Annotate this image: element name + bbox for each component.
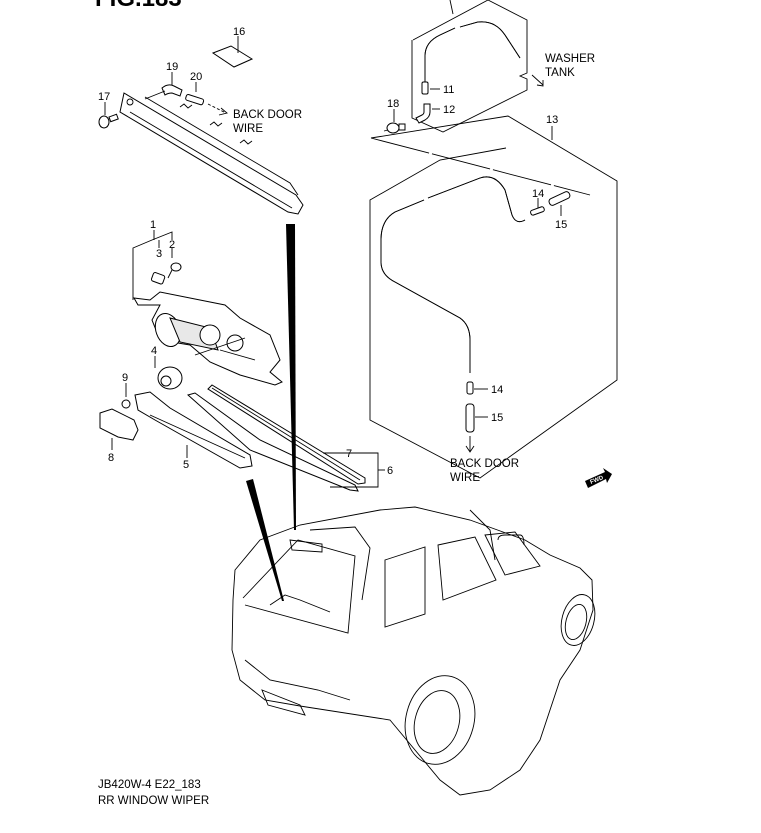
part-15-hose-upper	[548, 191, 571, 216]
part-15-hose-lower	[465, 403, 488, 433]
part-1-wiper-motor	[133, 291, 283, 386]
vehicle-outline	[231, 506, 596, 796]
part-11-joint	[421, 81, 440, 95]
callout-11: 11	[443, 84, 454, 96]
washer-tank-note-line1: WASHER	[545, 53, 595, 65]
figure-name: RR WINDOW WIPER	[98, 795, 210, 807]
part-20-connector	[185, 82, 205, 106]
washer-tank-note-line2: TANK	[545, 67, 575, 79]
callout-9: 9	[122, 372, 128, 384]
part-12-elbow-hose	[415, 103, 440, 124]
hose-frame-13	[369, 115, 618, 479]
washer-tank-arrow	[531, 74, 544, 87]
part-18-washer-nozzle	[383, 109, 406, 134]
callout-15-upper: 15	[555, 219, 567, 231]
high-mount-stop-lamp	[119, 92, 304, 215]
figure-title: FIG.183	[95, 0, 182, 12]
callout-4: 4	[151, 345, 157, 357]
figure-code: JB420W-4 E22_183	[98, 779, 201, 791]
callout-8: 8	[108, 452, 114, 464]
part-3-bushing	[150, 272, 166, 285]
part-17-screw	[98, 102, 119, 129]
back-door-wire-note-top-line1: BACK DOOR	[233, 109, 302, 121]
part-6-blade-assembly	[186, 392, 385, 492]
part-14-joint-lower	[466, 381, 488, 395]
callout-18: 18	[387, 98, 399, 110]
callout-6: 6	[387, 465, 393, 477]
callout-20: 20	[190, 71, 202, 83]
part-1-bracket-lines	[132, 230, 173, 300]
callout-17: 17	[98, 91, 110, 103]
callout-13: 13	[546, 114, 558, 126]
part-8-cap-cover	[99, 408, 139, 450]
washer-hose-frame-10	[411, 0, 528, 133]
callout-14-lower: 14	[491, 384, 503, 396]
fwd-label: FWD	[590, 475, 606, 486]
back-door-washer-hose	[380, 176, 526, 373]
back-door-wire-arrow-bottom	[465, 436, 475, 453]
callout-3: 3	[156, 248, 162, 260]
back-door-wire-arrow-top	[207, 103, 228, 116]
callout-19: 19	[166, 61, 178, 73]
callout-1: 1	[150, 219, 156, 231]
back-door-wire-note-top-line2: WIRE	[233, 123, 263, 135]
leader-wedge-lamp	[286, 224, 296, 530]
part-19-elbow-joint	[144, 72, 183, 100]
callout-14-upper: 14	[532, 188, 544, 200]
part-7-wiper-blade	[207, 384, 366, 485]
part-4-cap	[154, 356, 183, 390]
fwd-direction-badge: FWD	[585, 468, 612, 488]
back-door-wire-note-bottom-line2: WIRE	[450, 472, 480, 484]
part-5-wiper-arm	[134, 391, 253, 469]
callout-5: 5	[183, 459, 189, 471]
part-9-nut	[121, 383, 131, 409]
callout-16: 16	[233, 26, 245, 38]
callout-15-lower: 15	[491, 412, 503, 424]
part-16-label-sticker	[211, 36, 254, 68]
leader-wedge-wiper	[246, 479, 284, 601]
part-14-joint-upper	[530, 198, 545, 216]
back-door-wire-note-bottom-line1: BACK DOOR	[450, 458, 519, 470]
callout-12: 12	[443, 104, 455, 116]
washer-tank-hose	[424, 21, 521, 90]
callout-2: 2	[169, 239, 175, 251]
part-2-bolt	[167, 262, 182, 279]
callout-7: 7	[346, 448, 352, 460]
